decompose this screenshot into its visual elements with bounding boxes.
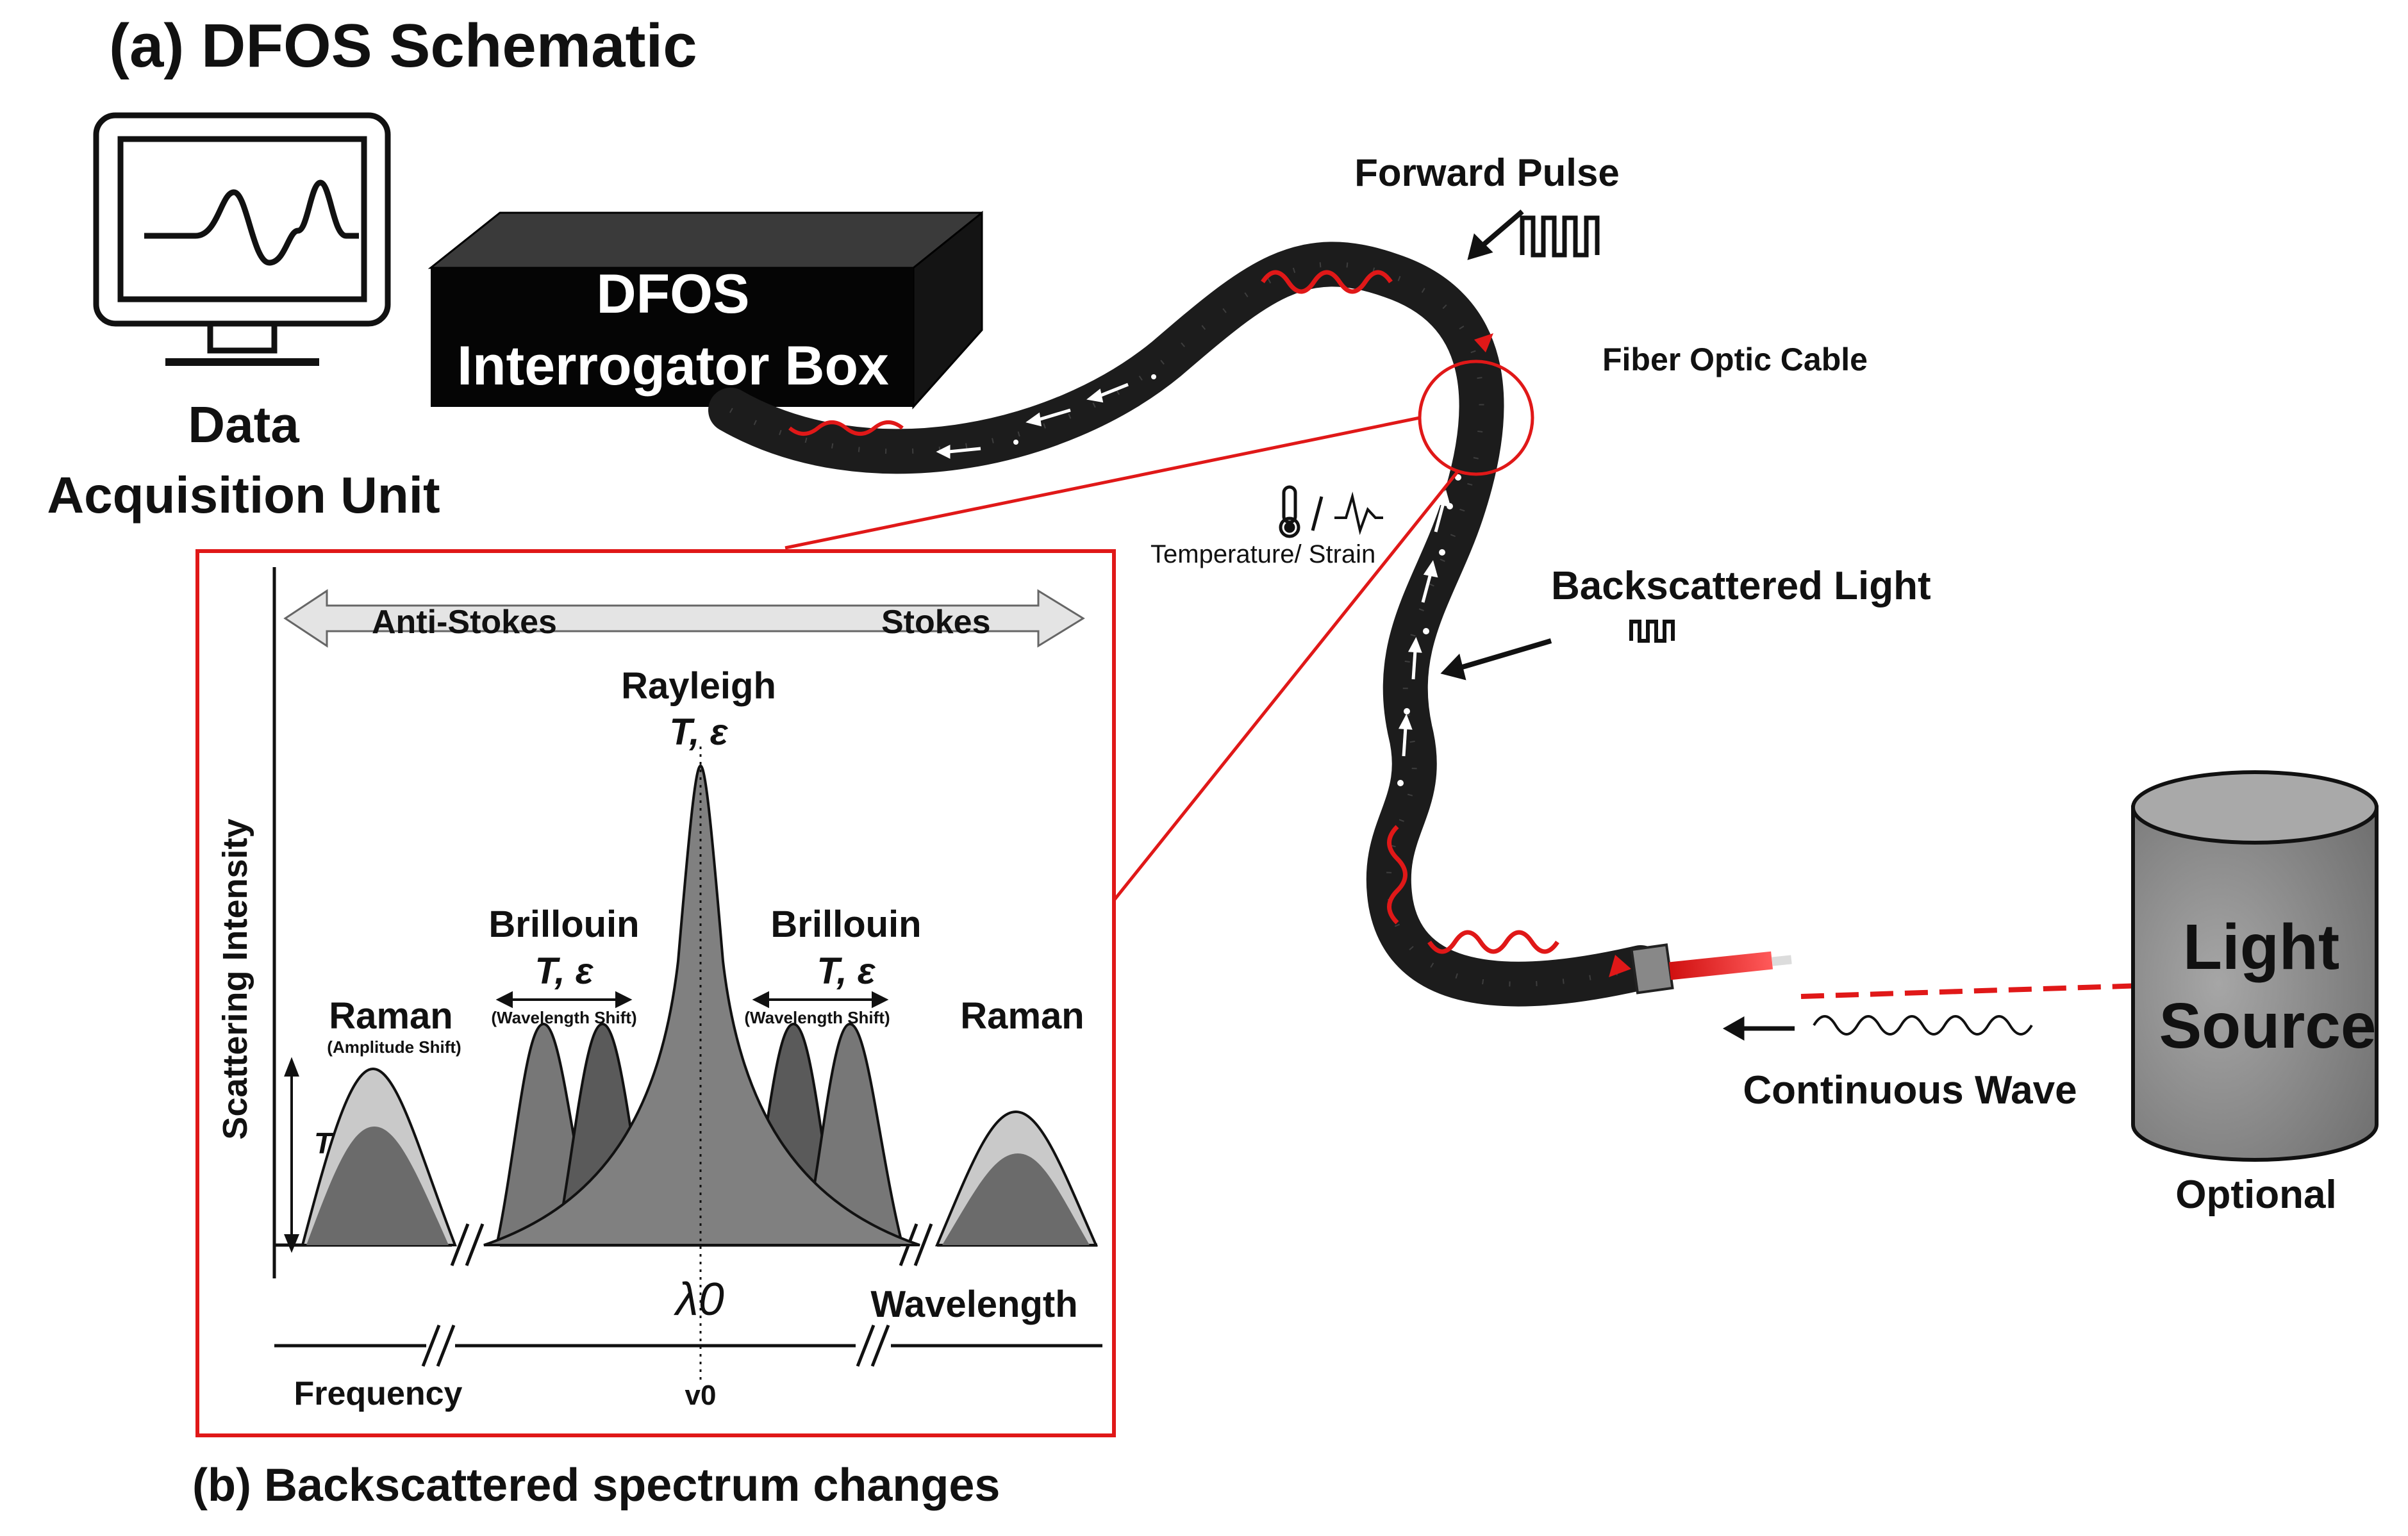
raman-T-label: T (314, 1127, 335, 1160)
rayleigh-params: T, ε (669, 711, 728, 753)
brillouin-right-arrow (752, 991, 889, 1009)
rayleigh-peak (483, 764, 920, 1246)
continuous-wave-label: Continuous Wave (1743, 1068, 2077, 1112)
fiber-optic-cable (708, 242, 1792, 1007)
brillouin-right-label: Brillouin (770, 904, 921, 945)
stokes-double-arrow (283, 589, 1085, 648)
daq-label-line2: Acquisition Unit (47, 467, 440, 524)
v0-label: v0 (685, 1380, 717, 1411)
raman-right-label: Raman (960, 995, 1084, 1037)
forward-pulse-arrow (1467, 209, 1524, 260)
fiber-optic-cable-label: Fiber Optic Cable (1602, 342, 1868, 377)
brillouin-left-shift: (Wavelength Shift) (491, 1008, 636, 1027)
thermometer-icon (1279, 485, 1300, 538)
wavelength-label: Wavelength (870, 1284, 1077, 1325)
backscattered-arrow (1440, 638, 1552, 681)
brillouin-right-peak2 (802, 1022, 904, 1246)
box-label-line2: Interrogator Box (457, 335, 889, 397)
brillouin-right-shift: (Wavelength Shift) (744, 1008, 890, 1027)
pulse-train-icon (1629, 620, 1675, 643)
pulse-train-icon (1520, 215, 1600, 258)
brillouin-left-label: Brillouin (488, 904, 639, 945)
optional-label: Optional (2175, 1173, 2336, 1217)
daq-label-line1: Data (188, 396, 299, 453)
rayleigh-label: Rayleigh (621, 665, 776, 707)
axis-break-marks (421, 1223, 933, 1367)
box-label-line1: DFOS (597, 263, 750, 325)
raman-right-inner (942, 1153, 1090, 1245)
raman-left-label: Raman (329, 995, 453, 1037)
light-source-cylinder (2131, 770, 2379, 1162)
anti-stokes-label: Anti-Stokes (372, 604, 557, 641)
brillouin-right-params: T, ε (817, 950, 876, 992)
spectrum-panel (195, 549, 1116, 1437)
brillouin-left-arrow (495, 991, 633, 1009)
brillouin-left-params: T, ε (535, 950, 594, 992)
title-a: (a) DFOS Schematic (109, 12, 697, 80)
raman-left-inner (306, 1127, 449, 1245)
raman-left-shift: (Amplitude Shift) (327, 1037, 461, 1057)
stokes-label: Stokes (881, 604, 991, 641)
slash-separator (1311, 496, 1324, 531)
frequency-label: Frequency (294, 1375, 463, 1412)
monitor-icon (93, 112, 391, 366)
strain-waveform-icon (1334, 491, 1383, 536)
forward-pulse-label: Forward Pulse (1354, 151, 1619, 194)
raman-T-arrow (284, 1057, 299, 1253)
lambda0-label: λ0 (673, 1274, 724, 1325)
backscattered-light-label: Backscattered Light (1551, 564, 1931, 608)
light-source-label-line2: Source (2159, 990, 2376, 1062)
y-axis-label: Scattering Intensity (216, 818, 254, 1139)
laser-dashed-line (1800, 983, 2145, 999)
interrogator-box (428, 210, 983, 409)
temperature-strain-label: Temperature/ Strain (1150, 540, 1375, 568)
title-b: (b) Backscattered spectrum changes (192, 1460, 1000, 1511)
zoom-indicator (785, 359, 1534, 902)
sine-wave-icon (1813, 1015, 2033, 1036)
continuous-wave-arrow (1722, 1016, 1795, 1041)
light-source-label-line1: Light (2183, 911, 2339, 983)
